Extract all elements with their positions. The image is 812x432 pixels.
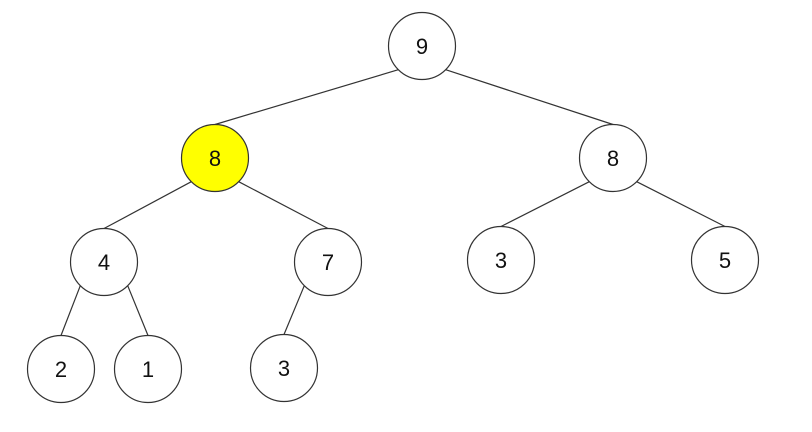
tree-node-l: 8	[180, 123, 250, 193]
node-circle-highlighted	[180, 123, 250, 193]
tree-node-lrl: 3	[249, 333, 319, 403]
tree-edge-r-rr	[636, 181, 726, 228]
node-circle	[578, 123, 648, 193]
tree-node-rr: 5	[690, 225, 760, 295]
node-label: 8	[209, 146, 221, 171]
node-label: 9	[416, 34, 428, 59]
node-circle	[26, 334, 96, 404]
node-circle	[387, 11, 457, 81]
tree-node-llr: 1	[113, 334, 183, 404]
node-circle	[69, 227, 139, 297]
tree-edge-ll-lll	[60, 285, 81, 336]
tree-edge-ll-llr	[127, 285, 149, 336]
node-label: 3	[278, 356, 290, 381]
tree-edge-root-r	[445, 69, 614, 126]
node-label: 1	[142, 357, 154, 382]
tree-node-lll: 2	[26, 334, 96, 404]
node-label: 3	[495, 248, 507, 273]
tree-node-r: 8	[578, 123, 648, 193]
tree-edge-root-l	[214, 69, 399, 126]
node-label: 8	[607, 146, 619, 171]
node-label: 7	[322, 250, 334, 275]
node-label: 4	[98, 250, 110, 275]
tree-edge-l-ll	[103, 181, 192, 230]
node-circle	[690, 225, 760, 295]
tree-node-lr: 7	[293, 227, 363, 297]
node-label: 5	[719, 248, 731, 273]
node-circle	[466, 225, 536, 295]
node-circle	[293, 227, 363, 297]
tree-node-ll: 4	[69, 227, 139, 297]
node-circle	[249, 333, 319, 403]
node-circle	[113, 334, 183, 404]
node-label: 2	[55, 357, 67, 382]
tree-edge-r-rl	[500, 181, 590, 228]
tree-edge-lr-lrl	[283, 285, 305, 335]
tree-edge-l-lr	[238, 181, 329, 230]
tree-node-rl: 3	[466, 225, 536, 295]
tree-node-root: 9	[387, 11, 457, 81]
